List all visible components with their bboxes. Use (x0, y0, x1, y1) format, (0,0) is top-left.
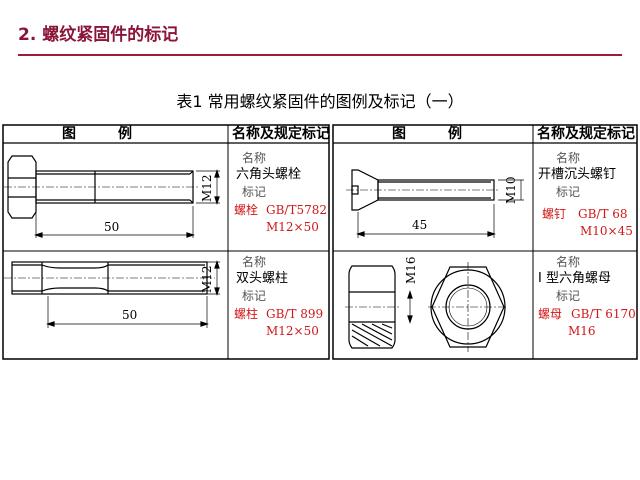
table-caption: 表1 常用螺纹紧固件的图例及标记（一） (176, 92, 464, 111)
stud-name: 双头螺柱 (236, 271, 289, 286)
stud-mark-type: 螺柱 (234, 307, 259, 321)
header-figure-left: 图 例 (62, 126, 132, 142)
screw-mark-size: M10×45 (580, 224, 633, 238)
hex-bolt-drawing (4, 155, 220, 238)
nut-mark-size: M16 (568, 324, 596, 338)
bolt-length-dim: 50 (104, 220, 120, 234)
nut-mark-std: GB/T 6170 (571, 307, 636, 321)
left-table-border (2, 124, 330, 360)
bolt-mark-std: GB/T5782 (266, 203, 327, 217)
stud-length-dim: 50 (122, 308, 138, 322)
stud-mark-size: M12×50 (266, 324, 319, 338)
screw-name-label: 名称 (556, 151, 581, 165)
bolt-mark-size: M12×50 (266, 220, 319, 234)
right-table-border (332, 124, 638, 360)
screw-length-dim: 45 (412, 218, 428, 232)
bolt-mark-label: 标记 (242, 185, 267, 199)
bolt-thread-dim: M12 (200, 174, 214, 202)
countersunk-screw-drawing (346, 169, 524, 238)
nut-mark-type: 螺母 (538, 307, 563, 321)
bolt-name-label: 名称 (242, 151, 267, 165)
header-figure-right: 图 例 (392, 126, 462, 142)
header-name-right: 名称及规定标记 (537, 126, 635, 142)
bolt-mark-type: 螺栓 (234, 203, 259, 217)
nut-mark-label: 标记 (556, 289, 581, 303)
nut-name-label: 名称 (556, 255, 581, 269)
section-title: 2. 螺纹紧固件的标记 (18, 25, 179, 45)
screw-mark-label: 标记 (556, 185, 581, 199)
fastener-table: 图 例 名称及规定标记 图 例 名称及规定标记 50 M12 名称 六角头螺栓 … (0, 124, 640, 360)
screw-name: 开槽沉头螺钉 (538, 167, 617, 182)
screw-thread-dim: M10 (504, 176, 518, 204)
section-header: 2. 螺纹紧固件的标记 (18, 10, 622, 56)
screw-mark-std: GB/T 68 (578, 207, 628, 221)
table-drawing (2, 124, 638, 360)
stud-thread-dim: M12 (200, 265, 214, 293)
header-name-left: 名称及规定标记 (232, 126, 330, 142)
stud-mark-std: GB/T 899 (266, 307, 324, 321)
hex-nut-side-drawing (345, 265, 413, 349)
nut-thread-dim: M16 (404, 256, 418, 284)
screw-mark-type: 螺钉 (542, 207, 567, 221)
stud-name-label: 名称 (242, 255, 267, 269)
nut-name: I 型六角螺母 (538, 271, 611, 286)
hex-nut-top-drawing (428, 262, 508, 352)
stud-drawing (4, 260, 220, 328)
bolt-name: 六角头螺栓 (236, 167, 302, 182)
stud-mark-label: 标记 (242, 289, 267, 303)
